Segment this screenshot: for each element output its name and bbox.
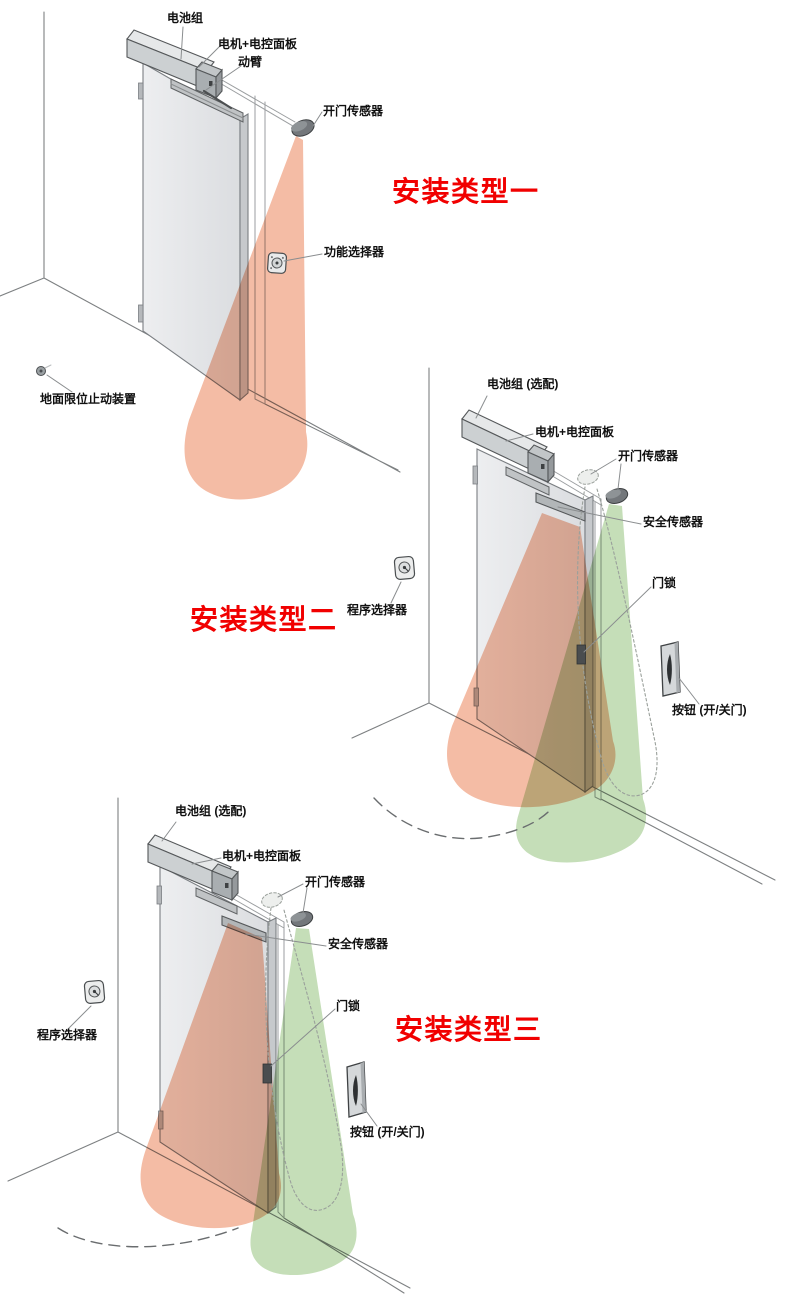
open-sensor-icon xyxy=(605,488,629,504)
door-lock-icon xyxy=(262,1063,272,1084)
title-install-type-1: 安装类型一 xyxy=(392,176,540,207)
open-sensor-cone-3 xyxy=(250,928,357,1276)
drive-unit-2 xyxy=(461,409,555,484)
diagram-type3 xyxy=(7,797,411,1294)
label-door-lock-2: 门锁 xyxy=(652,576,677,590)
floor-stop-icon xyxy=(36,364,52,376)
arm-rail-3 xyxy=(195,887,238,915)
drive-unit-3 xyxy=(147,834,239,902)
swing-arm-icon xyxy=(202,89,233,110)
door-button-icon xyxy=(346,1061,367,1118)
diagram-type1 xyxy=(0,11,401,500)
door-swing-arc-2 xyxy=(373,797,553,840)
open-sensor-hidden-icon xyxy=(261,892,283,908)
title-install-type-3: 安装类型三 xyxy=(395,1014,543,1045)
hinge-icon xyxy=(138,82,144,100)
diagram-type2 xyxy=(351,367,776,885)
label-floor-stop-1: 地面限位止动装置 xyxy=(40,392,137,406)
label-motor-3: 电机+电控面板 xyxy=(222,849,302,863)
hidden-sensor-cone-3 xyxy=(265,907,344,1211)
label-open-sensor-1: 开门传感器 xyxy=(323,104,384,118)
wall-corner-lines-3 xyxy=(7,797,411,1294)
label-battery-1: 电池组 xyxy=(167,11,204,25)
label-motor-1: 电机+电控面板 xyxy=(218,37,298,51)
title-install-type-2: 安装类型二 xyxy=(190,604,338,635)
hinge-icon xyxy=(138,304,144,323)
open-sensor-cone-1 xyxy=(184,136,308,500)
safety-sensor-icon xyxy=(535,492,586,522)
label-battery-2: 电池组 (选配) xyxy=(487,377,559,391)
hidden-sensor-cone-2 xyxy=(577,486,658,797)
door-swing-arc-3 xyxy=(57,1227,239,1248)
leader-lines-3 xyxy=(67,821,378,1127)
label-arm-1: 动臂 xyxy=(238,55,263,69)
leader-lines-2 xyxy=(390,395,700,705)
label-button-2: 按钮 (开/关门) xyxy=(672,703,747,717)
label-program-selector-3: 程序选择器 xyxy=(37,1028,98,1042)
door-button-icon xyxy=(660,641,681,697)
drive-unit-1 xyxy=(126,29,223,100)
label-open-sensor-3: 开门传感器 xyxy=(305,875,366,889)
label-battery-3: 电池组 (选配) xyxy=(175,804,247,818)
arm-rail-2 xyxy=(505,466,550,496)
label-function-selector-1: 功能选择器 xyxy=(324,245,385,259)
label-button-3: 按钮 (开/关门) xyxy=(350,1125,425,1139)
wall-corner-lines-1 xyxy=(0,11,401,473)
program-selector-icon xyxy=(393,555,416,580)
safety-sensor-cone-3 xyxy=(140,923,282,1229)
function-selector-icon xyxy=(266,252,288,274)
open-sensor-hidden-icon xyxy=(577,469,599,485)
label-motor-2: 电机+电控面板 xyxy=(535,425,615,439)
label-program-selector-2: 程序选择器 xyxy=(347,603,408,617)
hinge-icon xyxy=(156,885,162,905)
label-open-sensor-2: 开门传感器 xyxy=(618,449,679,463)
label-door-lock-3: 门锁 xyxy=(336,999,361,1013)
program-selector-icon xyxy=(83,979,106,1004)
label-safety-sensor-2: 安全传感器 xyxy=(643,515,704,529)
hinge-icon xyxy=(472,465,478,485)
leader-lines-1 xyxy=(46,26,323,393)
open-sensor-icon xyxy=(290,911,314,927)
arm-rail-1 xyxy=(170,78,244,123)
label-safety-sensor-3: 安全传感器 xyxy=(328,937,389,951)
open-sensor-cone-2 xyxy=(516,504,647,863)
open-sensor-icon xyxy=(291,119,315,137)
door-lock-icon xyxy=(576,644,586,665)
wall-corner-lines-2 xyxy=(351,367,776,885)
